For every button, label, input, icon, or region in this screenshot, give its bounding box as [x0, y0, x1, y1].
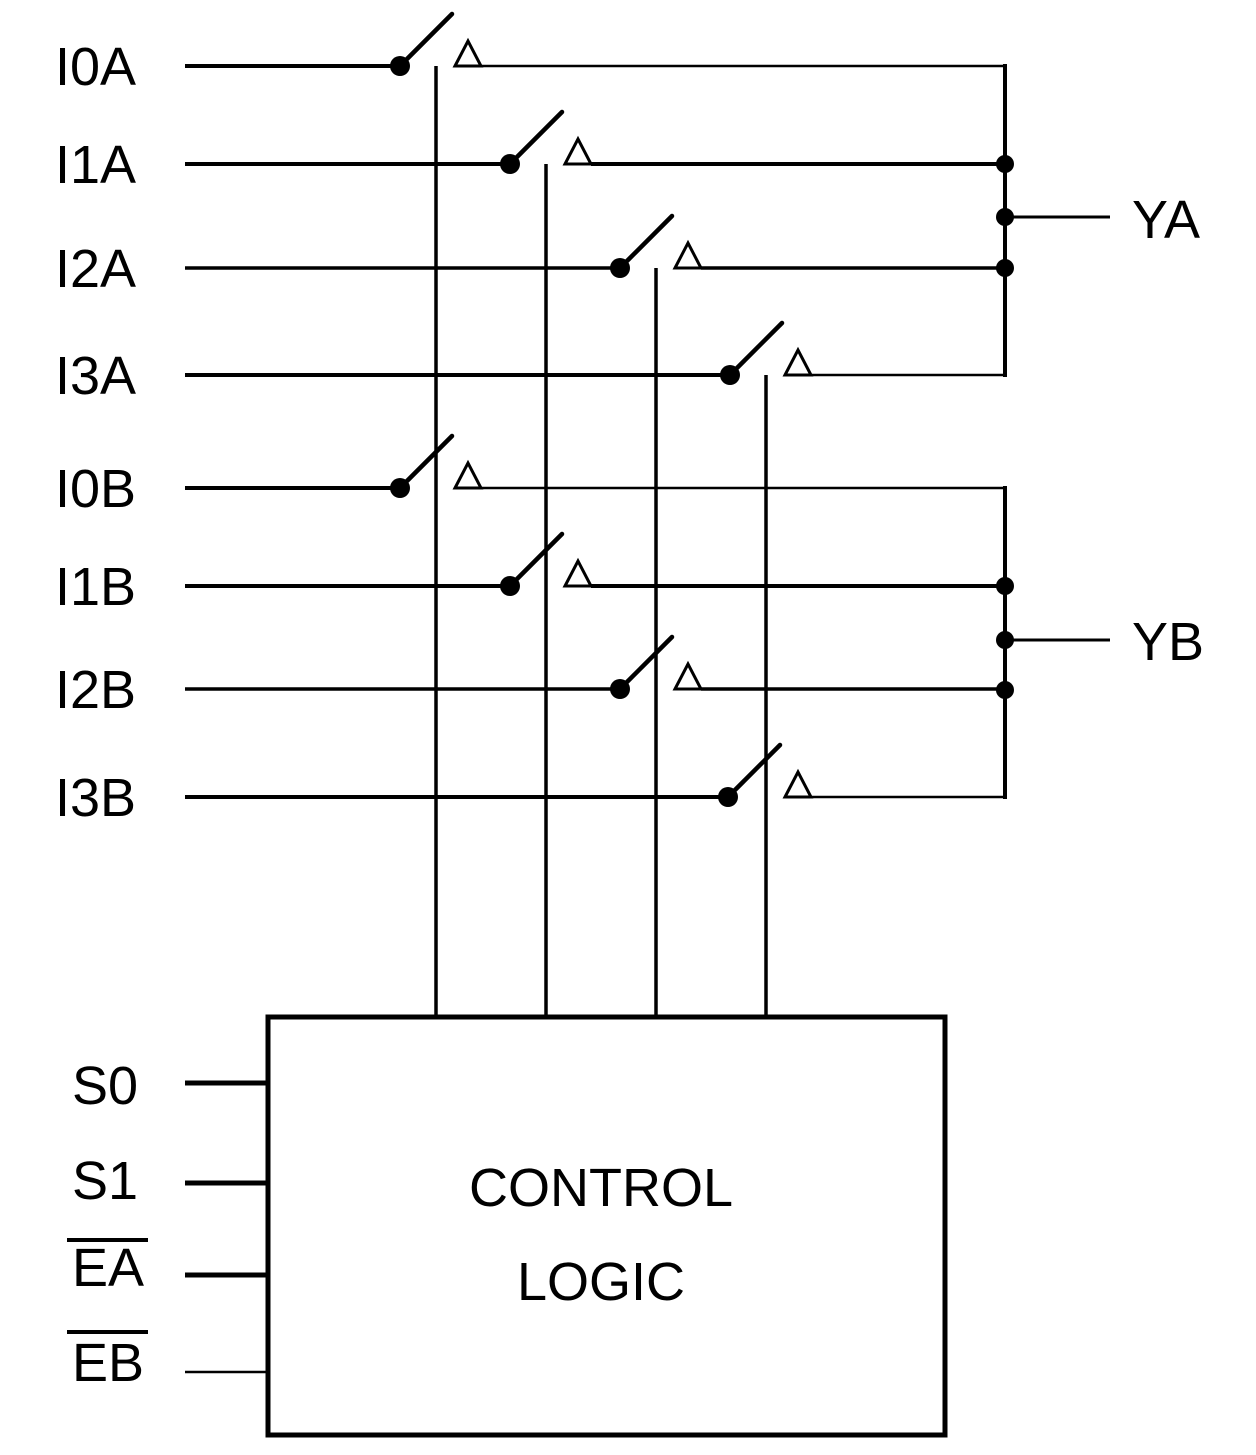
input-row-i3a: I3A	[55, 320, 1007, 406]
throw-contact-triangle	[562, 557, 594, 588]
switch-arm	[397, 433, 455, 491]
output-label-yb: YB	[1132, 612, 1204, 672]
switch-i2a	[610, 213, 704, 278]
input-row-i2a: I2A	[55, 213, 1007, 299]
switch-arm	[617, 213, 675, 271]
input-label-i0b: I0B	[55, 459, 136, 519]
input-row-i0b: I0B	[55, 433, 1007, 519]
switch-i1b	[500, 531, 594, 596]
throw-contact-triangle	[672, 239, 704, 270]
input-row-i0a: I0A	[55, 11, 1007, 97]
control-logic-box	[265, 1014, 948, 1438]
output-bus-ya: YA	[996, 64, 1200, 377]
control-logic-block: CONTROL LOGIC	[265, 1014, 948, 1438]
control-input-ea: EA	[67, 1238, 270, 1298]
switch-arm	[727, 320, 785, 378]
control-logic-title-line1: CONTROL	[469, 1158, 733, 1218]
output-bus-yb: YB	[996, 486, 1204, 799]
control-lines	[434, 66, 768, 1019]
switch-arm	[507, 109, 565, 167]
switch-i2b	[610, 634, 704, 699]
input-row-i3b: I3B	[55, 742, 1007, 828]
switch-i0a	[390, 11, 484, 76]
control-input-label-eb: EB	[72, 1333, 144, 1393]
junction-dot	[996, 577, 1014, 595]
input-label-i1b: I1B	[55, 557, 136, 617]
input-label-i1a: I1A	[55, 135, 136, 195]
input-label-i3a: I3A	[55, 346, 136, 406]
switch-arm	[507, 531, 565, 589]
input-row-i1a: I1A	[55, 109, 1007, 195]
input-label-i0a: I0A	[55, 37, 136, 97]
control-logic-title-line2: LOGIC	[517, 1252, 685, 1312]
input-row-i2b: I2B	[55, 634, 1007, 720]
output-label-ya: YA	[1132, 190, 1200, 250]
control-input-s0: S0	[72, 1056, 270, 1116]
throw-contact-triangle	[782, 768, 814, 799]
input-label-i2b: I2B	[55, 660, 136, 720]
throw-contact-triangle	[782, 346, 814, 377]
junction-dot	[996, 259, 1014, 277]
input-label-i3b: I3B	[55, 768, 136, 828]
control-input-s1: S1	[72, 1151, 270, 1211]
throw-contact-triangle	[672, 660, 704, 691]
switch-i1a	[500, 109, 594, 174]
switch-arm	[397, 11, 455, 69]
control-input-label-s1: S1	[72, 1151, 138, 1211]
switch-arm	[617, 634, 675, 692]
throw-contact-triangle	[562, 135, 594, 166]
switch-i3b	[718, 742, 814, 807]
control-input-label-ea: EA	[72, 1238, 144, 1298]
throw-contact-triangle	[452, 37, 484, 68]
input-row-i1b: I1B	[55, 531, 1007, 617]
switch-arm	[725, 742, 783, 800]
switch-i3a	[720, 320, 814, 385]
control-input-label-s0: S0	[72, 1056, 138, 1116]
input-label-i2a: I2A	[55, 239, 136, 299]
junction-dot	[996, 155, 1014, 173]
switch-i0b	[390, 433, 484, 498]
control-input-eb: EB	[67, 1330, 270, 1393]
junction-dot	[996, 681, 1014, 699]
throw-contact-triangle	[452, 459, 484, 490]
